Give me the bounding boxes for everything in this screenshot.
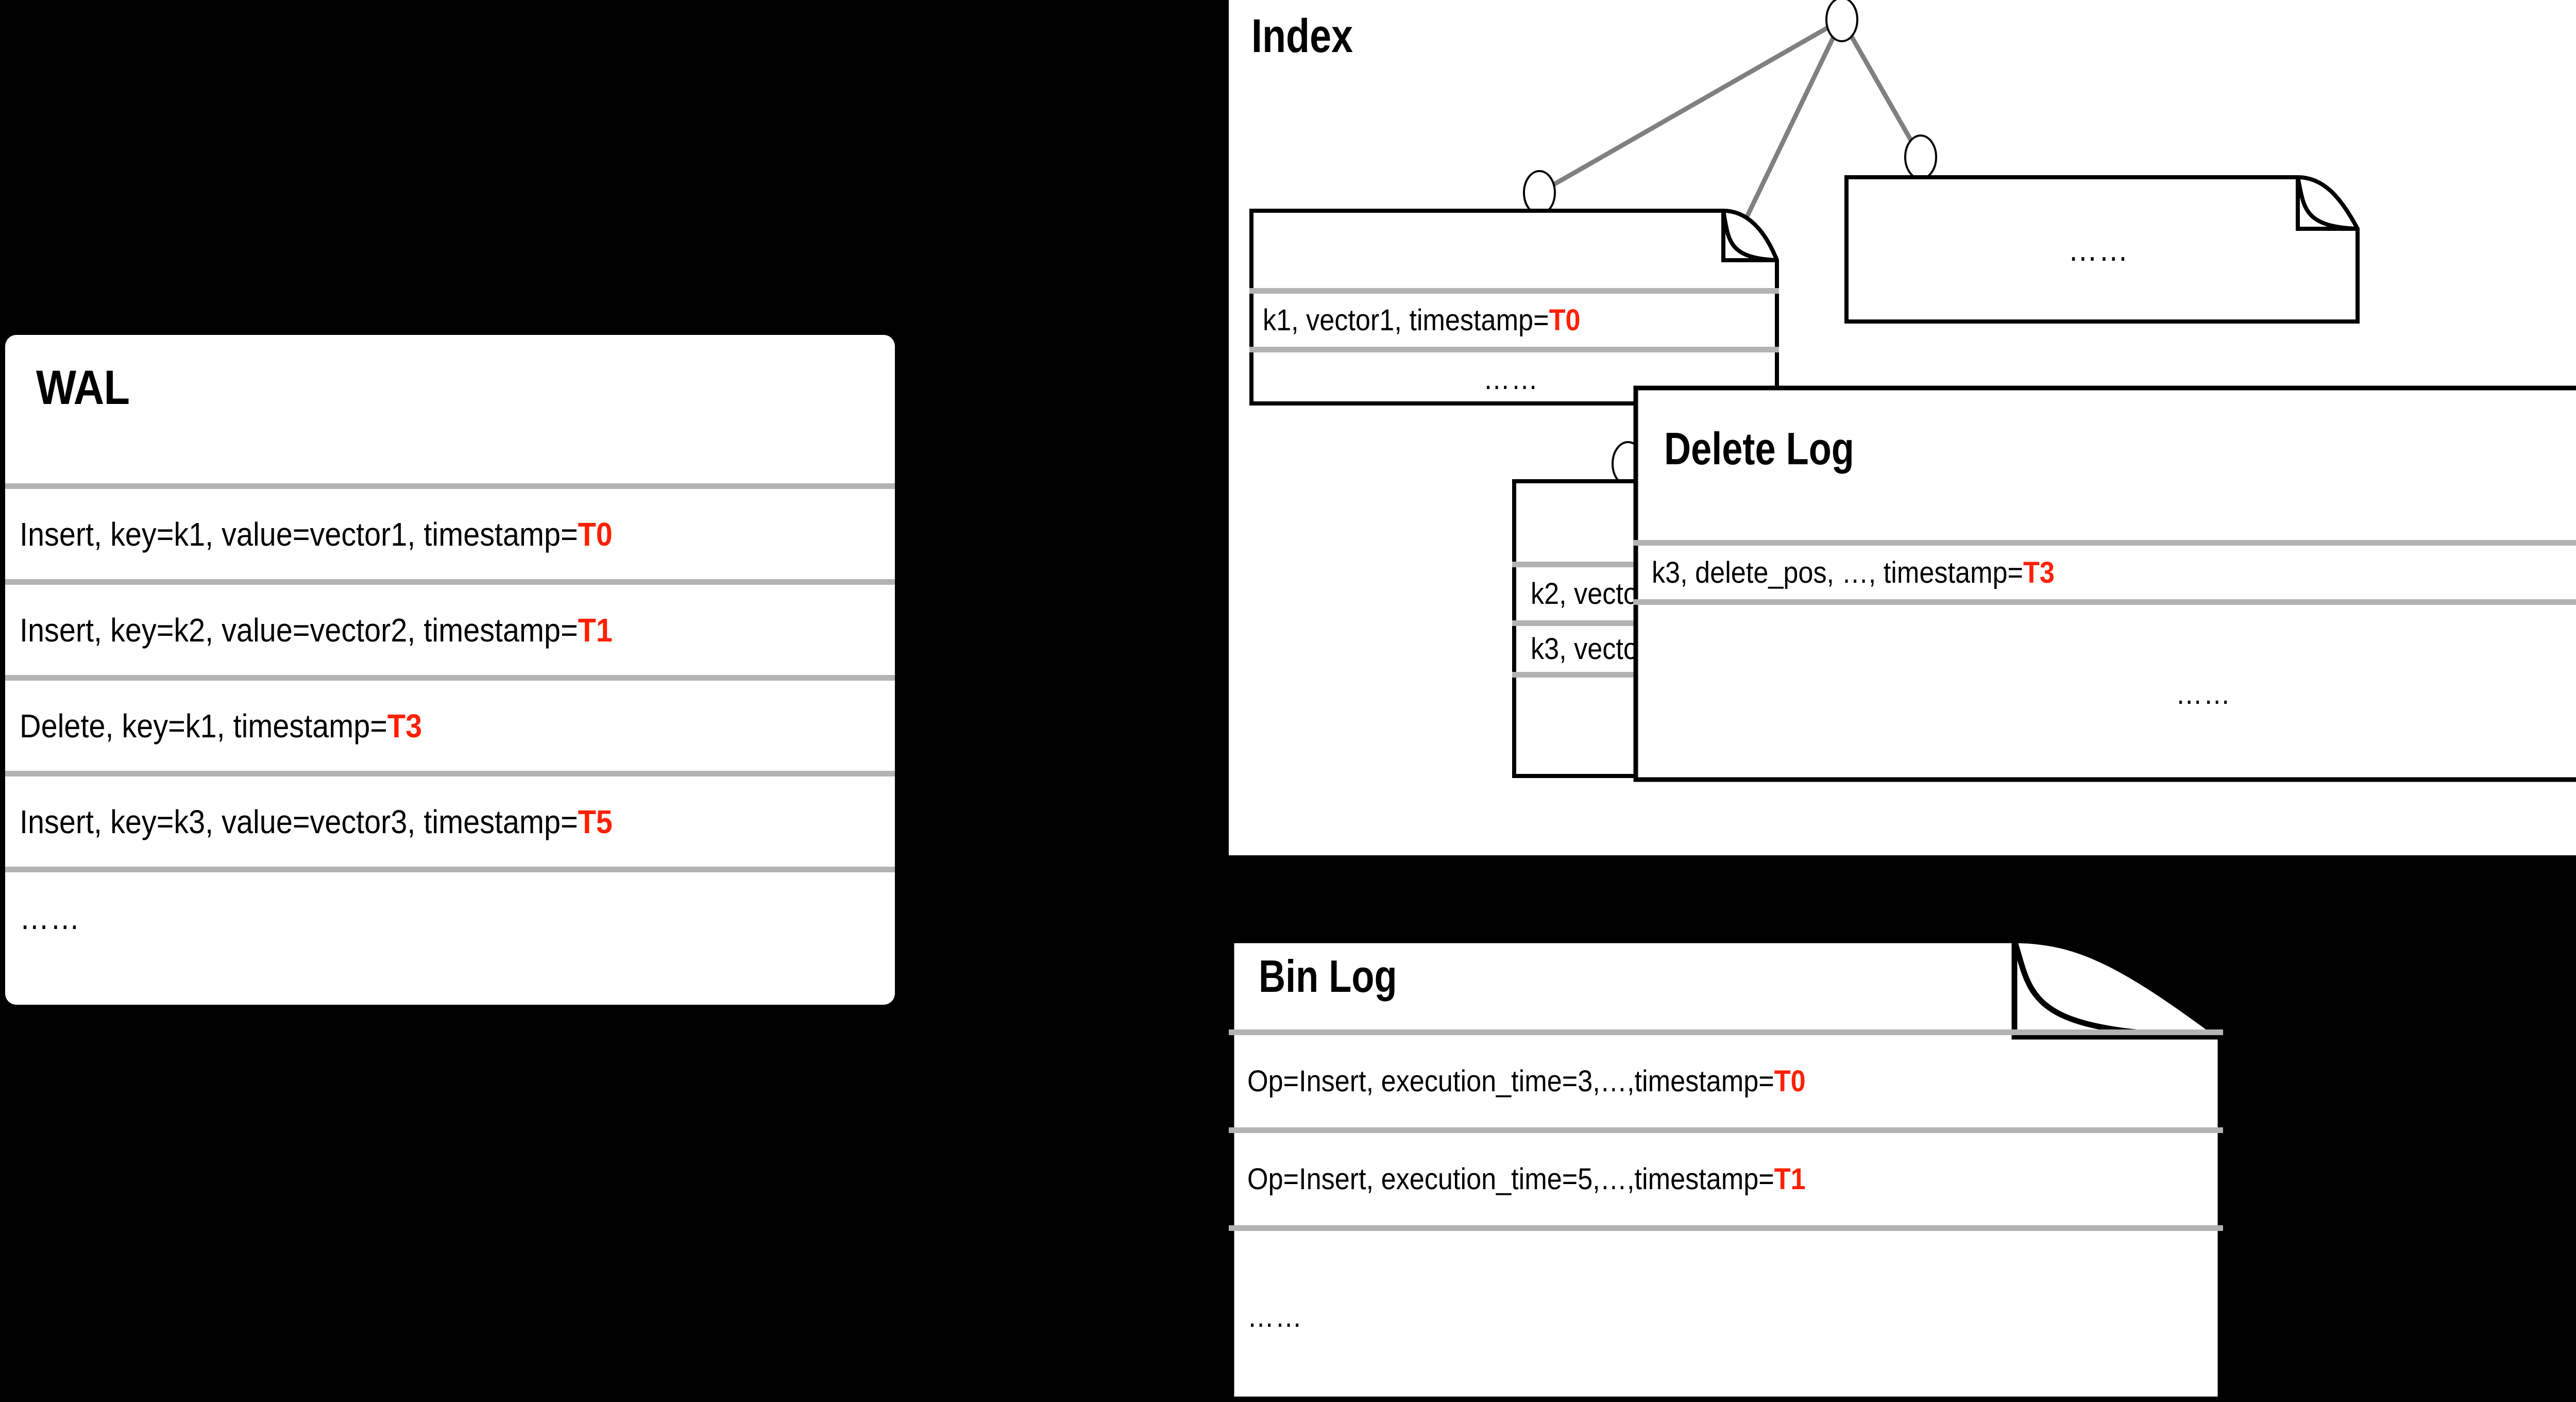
wal-panel: WAL Insert, key=k1, value=vector1, times…: [5, 335, 895, 1005]
bin-log-row: Op=Insert, execution_time=3,…,timestamp=…: [1229, 1029, 2223, 1127]
delete-log-title: Delete Log: [1664, 423, 1854, 474]
index-leaf-card-k1: k1, vector1, timestamp=T0 ……: [1249, 209, 1779, 406]
delete-log-row: k3, delete_pos, …, timestamp=T3: [1633, 540, 2576, 599]
tree-node-leaf2: [1904, 134, 1937, 180]
bin-log-row-ellipsis: ……: [1247, 1299, 1303, 1333]
bin-log-row: Op=Insert, execution_time=5,…,timestamp=…: [1229, 1127, 2223, 1225]
bin-log-card: Bin Log Op=Insert, execution_time=3,…,ti…: [1229, 938, 2223, 1402]
tree-node-leaf1: [1523, 170, 1556, 215]
card-row: k1, vector1, timestamp=T0: [1249, 288, 1779, 347]
bin-log-row-text: Op=Insert, execution_time=5,…,timestamp=…: [1247, 1162, 1806, 1196]
wal-title: WAL: [36, 360, 130, 414]
timestamp-value: T1: [1774, 1162, 1806, 1196]
bin-log-row: ……: [1229, 1225, 2223, 1402]
document-sheet-shape: [1633, 385, 2576, 782]
bin-log-row-text: Op=Insert, execution_time=3,…,timestamp=…: [1247, 1065, 1806, 1098]
timestamp-value: T3: [387, 707, 422, 745]
tree-edge-root-leaf2: [1840, 18, 1923, 159]
delete-log-row: ……: [1633, 599, 2576, 782]
card-row-ellipsis: ……: [2068, 231, 2129, 268]
timestamp-value: T0: [578, 515, 613, 553]
card-row-text: k1, vector1, timestamp=T0: [1263, 303, 1581, 337]
timestamp-value: T5: [578, 803, 613, 840]
wal-row: Insert, key=k1, value=vector1, timestamp…: [5, 483, 895, 579]
index-leaf-card-ellipsis: ……: [1844, 175, 2360, 324]
wal-row-text: Delete, key=k1, timestamp=T3: [20, 707, 422, 745]
delete-log-row-text: k3, delete_pos, …, timestamp=T3: [1652, 555, 2055, 589]
index-title: Index: [1251, 10, 1353, 62]
card-row-ellipsis: ……: [1483, 362, 1539, 396]
timestamp-value: T0: [1549, 303, 1581, 337]
wal-row-text: Insert, key=k3, value=vector3, timestamp…: [20, 803, 613, 840]
document-sheet-shape: [1844, 175, 2360, 324]
wal-row: ……: [5, 867, 895, 962]
delete-log-row-ellipsis: ……: [2175, 677, 2231, 711]
bin-log-title: Bin Log: [1259, 951, 1397, 1002]
wal-row: Insert, key=k2, value=vector2, timestamp…: [5, 579, 895, 675]
timestamp-value: T1: [578, 611, 613, 649]
timestamp-value: T3: [2023, 555, 2055, 589]
wal-row-text: Insert, key=k2, value=vector2, timestamp…: [20, 611, 613, 649]
delete-log-card: Delete Log k3, delete_pos, …, timestamp=…: [1633, 385, 2576, 782]
wal-row-ellipsis: ……: [20, 899, 81, 936]
document-sheet-shape: [1249, 209, 1779, 406]
tree-node-root: [1825, 0, 1858, 42]
wal-row-text: Insert, key=k1, value=vector1, timestamp…: [20, 515, 613, 553]
tree-edge-root-leaf1: [1538, 18, 1843, 195]
timestamp-value: T0: [1774, 1065, 1806, 1098]
wal-row: Insert, key=k3, value=vector3, timestamp…: [5, 771, 895, 867]
wal-row: Delete, key=k1, timestamp=T3: [5, 675, 895, 771]
card-row: ……: [1249, 347, 1779, 406]
wal-row-list: Insert, key=k1, value=vector1, timestamp…: [5, 483, 895, 962]
